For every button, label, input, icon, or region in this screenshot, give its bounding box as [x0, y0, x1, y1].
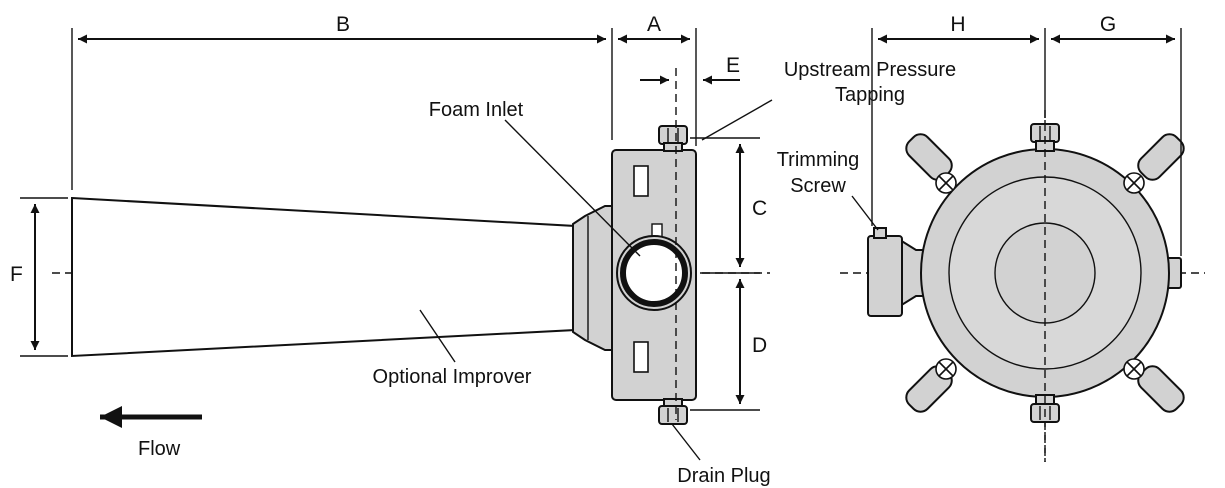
upstream-tapping-leader: [701, 99, 773, 141]
dim-f-label: F: [10, 263, 23, 286]
dimension-b: B: [71, 13, 613, 190]
optional-improver-leader: [419, 309, 456, 363]
trimming-screw-leader: [851, 195, 879, 231]
drain-plug-label: Drain Plug: [677, 465, 770, 487]
upstream-pressure-tapping-plug: [658, 125, 688, 152]
dim-d-label: D: [752, 334, 767, 357]
coupling-flange: [572, 205, 613, 351]
dim-b-label: B: [336, 13, 350, 36]
mounting-ears: [905, 133, 1185, 413]
dimension-f: F: [10, 197, 68, 357]
dim-g-label: G: [1100, 13, 1116, 36]
optional-improver-tube: [71, 196, 576, 358]
flow-label: Flow: [138, 438, 181, 460]
dimension-g: G: [1051, 13, 1182, 256]
foam-inlet-label: Foam Inlet: [429, 99, 524, 121]
foam-inlet-leader: [504, 119, 641, 257]
dim-e-label: E: [726, 54, 740, 77]
optional-improver-label: Optional Improver: [373, 366, 532, 388]
dim-a-label: A: [647, 13, 661, 36]
drain-plug-leader: [671, 423, 701, 461]
trimming-label-line2: Screw: [790, 175, 846, 197]
upstream-label-line2: Tapping: [835, 84, 905, 106]
trimming-screw-housing: [867, 227, 927, 317]
upstream-label-line1: Upstream Pressure: [784, 59, 956, 81]
dim-c-label: C: [752, 197, 767, 220]
dimension-c: C: [690, 137, 767, 274]
bolt-icons: [935, 172, 1145, 380]
dimension-d: D: [690, 279, 767, 411]
trimming-label-line1: Trimming: [777, 149, 860, 171]
dimension-h: H: [871, 13, 1046, 226]
dimension-e: E: [640, 54, 740, 85]
dimension-a: A: [618, 13, 697, 146]
proportioner-body: [611, 149, 697, 401]
end-view-body: [920, 148, 1170, 398]
dim-h-label: H: [950, 13, 965, 36]
drain-plug: [658, 398, 688, 425]
